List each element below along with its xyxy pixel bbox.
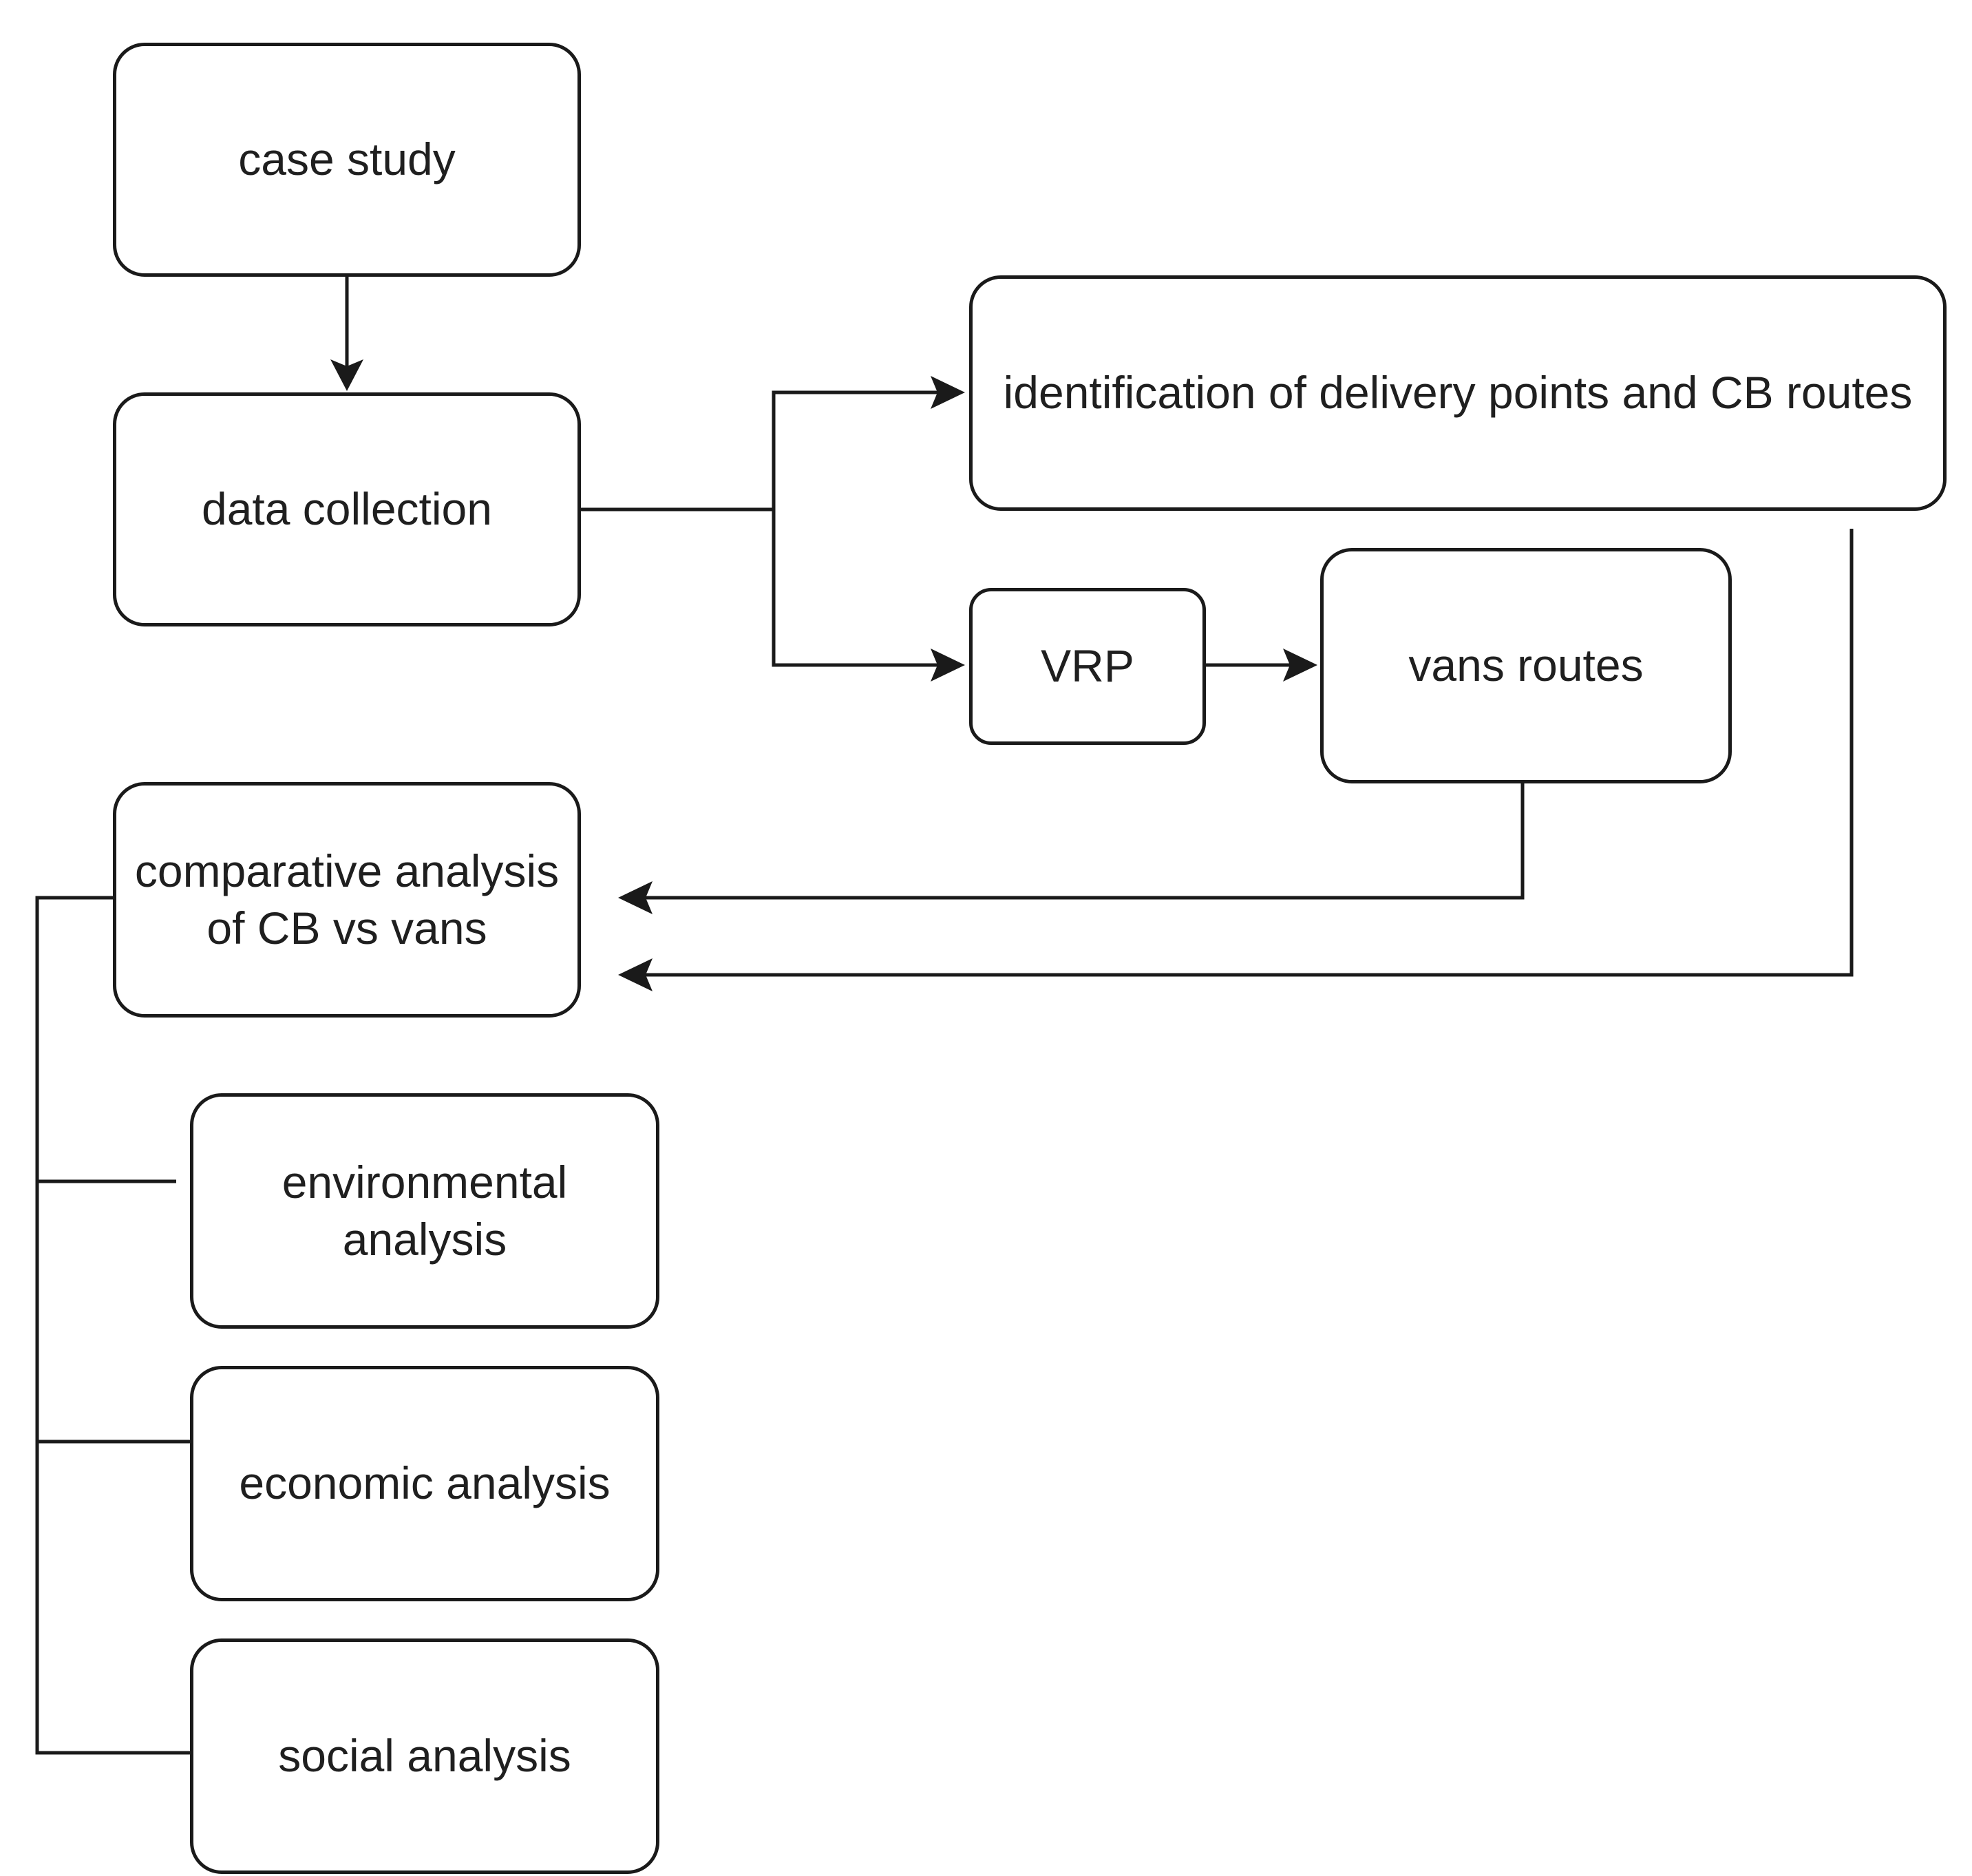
edge-comparative-bracket xyxy=(35,896,190,1755)
data-collection-node: data collection xyxy=(113,392,581,626)
data-collection-label: data collection xyxy=(202,483,492,535)
arrowhead-down xyxy=(330,359,363,391)
arrowhead-comparative-upper xyxy=(618,881,653,914)
comparative-label-line2: of CB vs vans xyxy=(206,903,487,953)
comparative-label-line1: comparative analysis xyxy=(134,845,560,896)
vans-routes-label: vans routes xyxy=(1408,640,1644,691)
comparative-analysis-node: comparative analysis of CB vs vans xyxy=(113,782,581,1018)
case-study-label: case study xyxy=(238,134,456,185)
identification-node: identification of delivery points and CB… xyxy=(969,275,1947,511)
case-study-node: case study xyxy=(113,43,581,277)
arrowhead-comparative-lower xyxy=(618,958,653,991)
environmental-label-line1: environmental xyxy=(282,1156,568,1208)
environmental-analysis-text: environmental analysis xyxy=(282,1154,568,1268)
vans-routes-node: vans routes xyxy=(1320,548,1732,783)
social-analysis-label: social analysis xyxy=(278,1730,571,1782)
economic-analysis-node: economic analysis xyxy=(190,1366,659,1601)
environmental-analysis-node: environmental analysis xyxy=(190,1093,659,1329)
edge-vans-to-comparative xyxy=(639,782,1525,900)
edge-identification-to-comparative xyxy=(639,529,1854,977)
economic-analysis-label: economic analysis xyxy=(239,1457,611,1509)
comparative-analysis-text: comparative analysis of CB vs vans xyxy=(135,843,559,957)
social-analysis-node: social analysis xyxy=(190,1638,659,1874)
environmental-label-line2: analysis xyxy=(342,1214,507,1265)
edge-branch-to-identification xyxy=(772,390,943,665)
vrp-node: VRP xyxy=(969,588,1206,745)
arrowhead-vrp xyxy=(931,649,965,682)
arrowhead-vans xyxy=(1283,649,1317,682)
edge-branch-to-vrp xyxy=(772,509,943,667)
vrp-label: VRP xyxy=(1041,640,1134,692)
identification-label: identification of delivery points and CB… xyxy=(1003,367,1913,419)
arrowhead-identification xyxy=(931,376,965,409)
